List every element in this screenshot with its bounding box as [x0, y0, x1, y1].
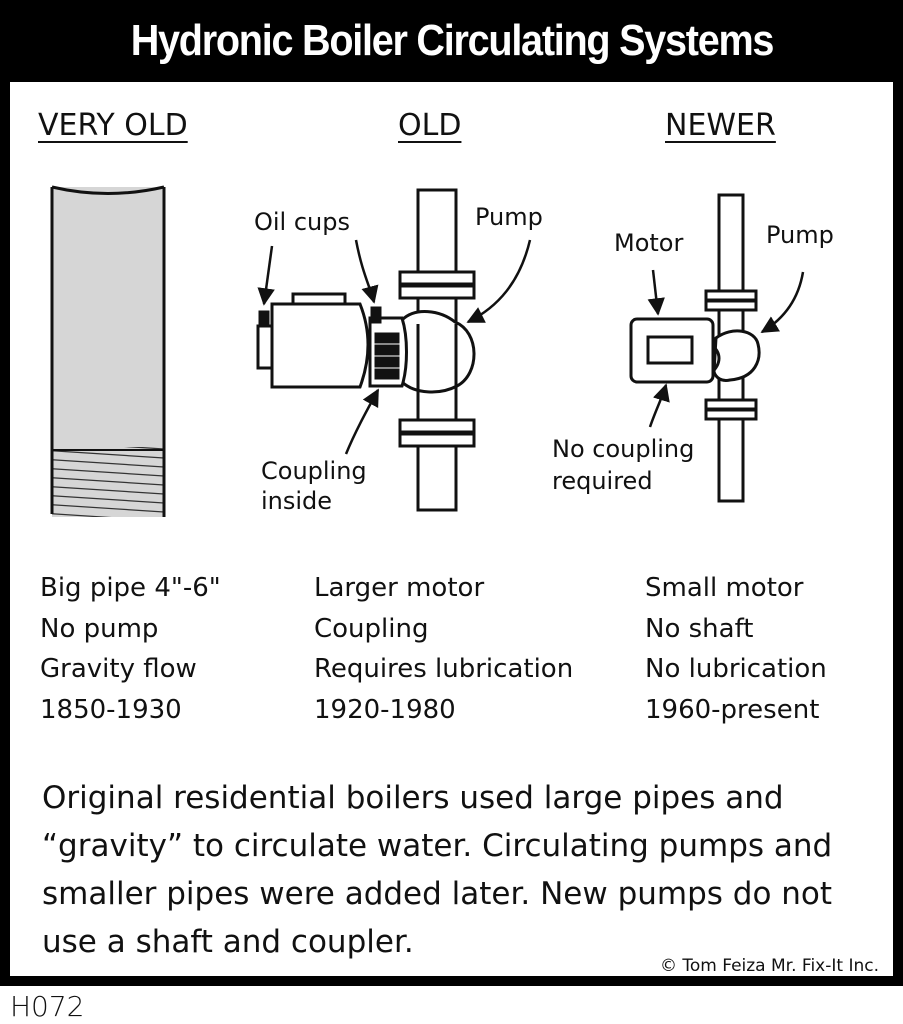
newer-line: 1960-present	[645, 694, 820, 725]
old-line: 1920-1980	[314, 694, 456, 725]
illustration-frame: Hydronic Boiler Circulating Systems VERY…	[0, 0, 903, 986]
header-old: OLD	[398, 108, 462, 143]
newer-pump-assembly	[629, 193, 761, 503]
big-gravity-pipe	[50, 185, 166, 517]
very-old-line: No pump	[40, 613, 159, 644]
label-pump-old: Pump	[475, 203, 543, 231]
title-bar: Hydronic Boiler Circulating Systems	[0, 0, 903, 82]
caption-text: Original residential boilers used large …	[42, 780, 833, 960]
label-no-coupling-line1: No coupling	[552, 435, 695, 463]
old-line: Requires lubrication	[314, 654, 574, 684]
old-line: Larger motor	[314, 573, 485, 603]
label-coupling-line2: inside	[261, 487, 333, 515]
circulating-systems-drawing	[50, 185, 805, 517]
newer-line: No shaft	[645, 613, 754, 644]
label-pump-new: Pump	[766, 221, 834, 249]
label-motor: Motor	[614, 229, 684, 257]
very-old-line: 1850-1930	[40, 694, 182, 725]
old-pump-assembly	[256, 188, 476, 512]
newer-line: No lubrication	[645, 654, 827, 684]
header-very-old: VERY OLD	[38, 108, 188, 143]
newer-description-list: Small motor No shaft No lubrication 1960…	[645, 568, 827, 730]
old-callout-arrows	[257, 239, 532, 455]
newer-line: Small motor	[645, 573, 804, 603]
label-oil-cups: Oil cups	[254, 208, 350, 236]
page-title: Hydronic Boiler Circulating Systems	[130, 16, 774, 65]
very-old-line: Big pipe 4"-6"	[40, 573, 221, 603]
header-newer: NEWER	[665, 108, 776, 143]
copyright-notice: © Tom Feiza Mr. Fix-It Inc.	[659, 956, 879, 976]
label-coupling-line1: Coupling	[261, 457, 367, 485]
very-old-description-list: Big pipe 4"-6" No pump Gravity flow 1850…	[40, 568, 221, 730]
old-line: Coupling	[314, 613, 429, 644]
old-description-list: Larger motor Coupling Requires lubricati…	[314, 568, 573, 730]
label-no-coupling-line2: required	[552, 467, 653, 495]
illustration-code: H072	[10, 990, 85, 1023]
very-old-line: Gravity flow	[40, 654, 197, 684]
illustration-panel: VERY OLD OLD NEWER	[10, 82, 893, 976]
newer-callout-arrows	[647, 269, 805, 428]
